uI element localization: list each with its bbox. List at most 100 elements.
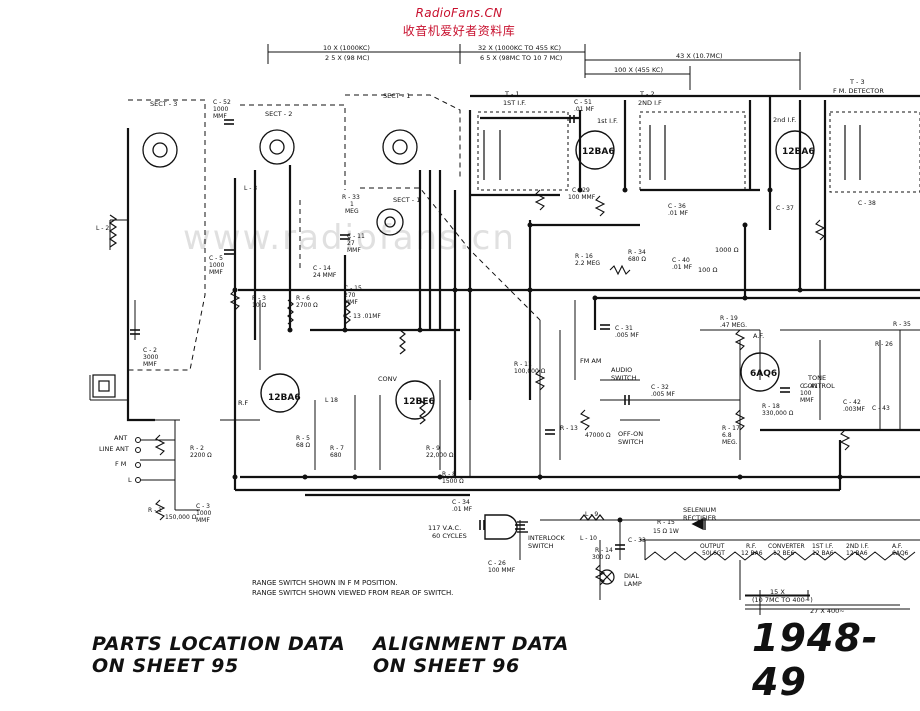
dim-5: 43 X (10.7MC) (676, 52, 723, 60)
c31-label: C - 31 (615, 325, 633, 332)
coils (108, 125, 861, 521)
heater-2-bottom: 12 BE6 (773, 550, 794, 557)
c14-label: C - 14 (313, 265, 331, 272)
r-note-label: 1000 Ω (715, 246, 739, 254)
t3-sub: F M. DETECTOR (833, 87, 884, 95)
c32-value: .005 MF (651, 391, 675, 398)
r5-label: R - 5 (296, 435, 310, 442)
tube-if1: 12BA6 (582, 147, 615, 157)
tube-if2: 12BA6 (782, 147, 815, 157)
c2-unit: MMF (143, 361, 157, 368)
heater-5-bottom: 6AQ6 (892, 550, 909, 557)
c13-label: C - 13 .01MF (343, 313, 381, 320)
dim-7: 15 X (770, 588, 785, 596)
r6-value: 2700 Ω (296, 302, 318, 309)
t2-sub: 2ND I.F (638, 99, 662, 107)
power-plug (484, 514, 528, 540)
c34-label: C - 34 (452, 499, 470, 506)
if1-label: 1st I.F. (597, 117, 618, 125)
r8-label: R - 8 (442, 471, 456, 478)
cycles-label: 60 CYCLES (432, 532, 467, 540)
sect-3-label: SECT - 3 (150, 100, 177, 108)
l10-label: L - 10 (580, 535, 597, 542)
t1-label: T - 1 (504, 90, 520, 98)
c38-label: C - 38 (858, 200, 876, 207)
r34-value: 680 Ω (628, 256, 646, 263)
r16-label: R - 16 (575, 253, 593, 260)
c3-value: 1000 (196, 510, 211, 517)
r11-label: R - 11 (514, 361, 532, 368)
c11-unit: MMF (347, 247, 361, 254)
c26-value: 100 MMF (488, 567, 516, 574)
c52-value: 1000 (213, 106, 228, 113)
c2-label: C - 2 (143, 347, 157, 354)
sect-1-label: SECT - 1 (383, 92, 410, 100)
c11-value: 27 (347, 240, 355, 247)
rf-stage-label: R.F (238, 399, 248, 407)
c33-label: C - 33 (628, 537, 646, 544)
c29-value: 100 MMF (568, 194, 596, 201)
rectifier-label: RECTIFIER (683, 514, 717, 522)
watermark: www.radiofans.cn (183, 218, 516, 258)
r9-label: R - 9 (426, 445, 440, 452)
conv-stage-label: CONV (378, 375, 398, 383)
sect-1b-label: SECT - 1 (393, 196, 420, 204)
fm-am-label: FM AM (580, 357, 601, 365)
c34-value: .01 MF (452, 506, 473, 513)
tube-envelopes (260, 130, 815, 420)
r13-value: 47000 Ω (585, 432, 611, 439)
vac-label: 117 V.A.C. (428, 524, 461, 532)
t3-label: T - 3 (849, 78, 865, 86)
r16-value: 2.2 MEG (575, 260, 600, 267)
heater-5-top: A.F. (892, 543, 902, 550)
l3-label: L - 3 (244, 185, 257, 192)
antenna-loop (92, 374, 116, 398)
c15-value: 270 (344, 292, 356, 299)
heater-string (644, 551, 916, 561)
c5-label: C - 5 (209, 255, 223, 262)
ant-label: ANT (114, 434, 127, 442)
range-note-1: RANGE SWITCH SHOWN IN F M POSITION. (252, 579, 398, 587)
af-label: A.F. (753, 332, 764, 340)
r2-label: R - 2 (190, 445, 204, 452)
range-switch-wafers (142, 129, 418, 236)
t2-label: T - 2 (639, 90, 655, 98)
r2-value: 2200 Ω (190, 452, 212, 459)
capacitor-symbols (130, 115, 790, 550)
c15-label: C - 15 (344, 285, 362, 292)
dim-2: 2 5 X (98 MC) (325, 54, 369, 62)
c29-label: C - 29 (572, 187, 590, 194)
l9-label: L - 9 (585, 511, 598, 518)
heater-3-bottom: 12 BA6 (812, 550, 834, 557)
r17-value: 6.8 (722, 432, 732, 439)
r33-unit: MEG (345, 208, 359, 215)
heater-4-top: 2ND I.F. (846, 543, 869, 550)
c14-value: 24 MMF (313, 272, 337, 279)
heater-3-top: 1ST I.F. (812, 543, 833, 550)
c36-label: C - 36 (668, 203, 686, 210)
c41-value: 100 (800, 390, 812, 397)
r7-value: 680 (330, 452, 342, 459)
transformer-boxes (477, 111, 920, 193)
if2-label: 2nd I.F. (773, 116, 796, 124)
c43-label: C - 43 (872, 405, 890, 412)
heater-0-bottom: 50L6GT (702, 550, 725, 557)
off-on-label: OFF-ON (618, 430, 643, 438)
switch-section-outlines (128, 94, 541, 371)
alignment-note: ALIGNMENT DATA ON SHEET 96 (373, 633, 569, 677)
tone-label: TONE (807, 374, 826, 382)
l-label: L (128, 476, 132, 484)
range-switch-notes: RANGE SWITCH SHOWN IN F M POSITION. RANG… (252, 579, 453, 597)
dim-8: (10 7MC TO 400~) (752, 596, 813, 604)
tube-rf: 12BA6 (268, 393, 301, 403)
c40-label: C - 40 (672, 257, 690, 264)
selenium-rectifier (691, 517, 706, 531)
dim-3: 32 X (1000KC TO 455 KC) (478, 44, 561, 52)
heater-0-top: OUTPUT (700, 543, 725, 550)
c41-unit: MMF (800, 397, 814, 404)
c41-label: C - 41 (800, 383, 818, 390)
parts-line-2: ON SHEET 95 (92, 655, 239, 677)
dim-9: 27 X 400~ (810, 607, 845, 615)
lamp-label: LAMP (624, 580, 642, 588)
junction-dots (232, 187, 843, 523)
